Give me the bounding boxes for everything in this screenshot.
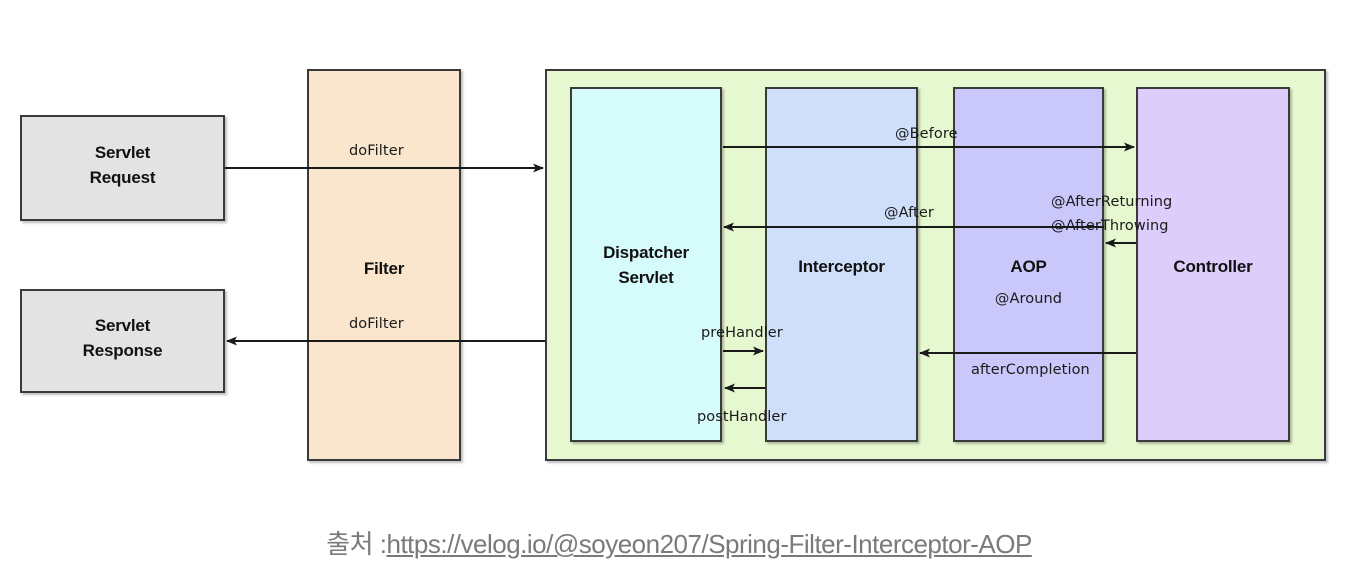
caption-prefix: 출처 : <box>326 529 387 559</box>
pre-handler-label: preHandler <box>701 325 783 341</box>
filter-label: Filter <box>363 259 405 278</box>
before-label: @Before <box>895 126 958 142</box>
source-url-link[interactable]: https://velog.io/@soyeon207/Spring-Filte… <box>386 529 1032 559</box>
do-filter-response-label: doFilter <box>349 316 404 332</box>
interceptor-label: Interceptor <box>798 257 885 276</box>
post-handler-label: postHandler <box>697 409 787 425</box>
aop-label: AOP <box>1010 257 1047 276</box>
after-returning-label: @AfterReturning <box>1051 194 1173 210</box>
controller-box: Controller <box>1136 87 1290 442</box>
after-label: @After <box>884 205 934 221</box>
after-completion-label: afterCompletion <box>971 362 1090 378</box>
aop-around-label: @Around <box>994 291 1063 307</box>
filter-box: Filter <box>307 69 461 461</box>
source-caption: 출처 :https://velog.io/@soyeon207/Spring-F… <box>0 524 1358 561</box>
controller-label: Controller <box>1173 257 1253 276</box>
do-filter-request-label: doFilter <box>349 143 404 159</box>
after-throwing-label: @AfterThrowing <box>1051 218 1169 234</box>
aop-box: AOP @Around <box>953 87 1104 442</box>
